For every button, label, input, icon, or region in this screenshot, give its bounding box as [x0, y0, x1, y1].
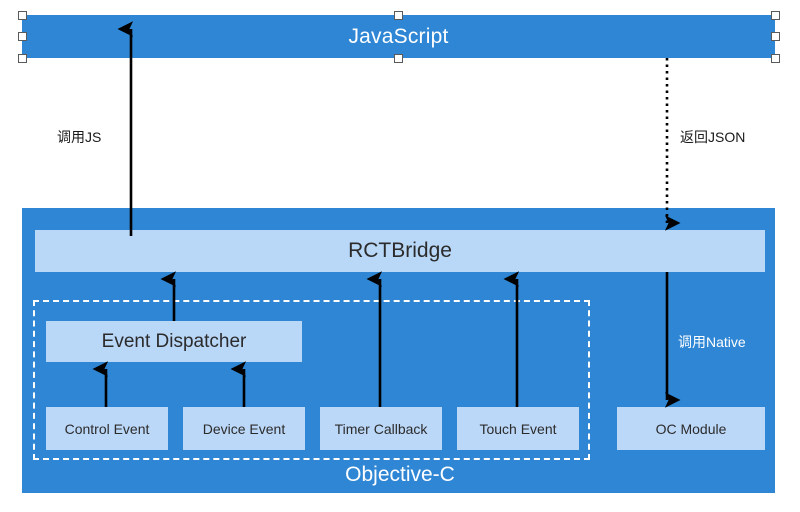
selection-handle-middle-left[interactable]: [17, 32, 27, 41]
edge-label-call-js: 调用JS: [57, 129, 102, 145]
selection-handle-top-center[interactable]: [394, 10, 403, 20]
event-subsystem-group: [33, 300, 590, 460]
rctbridge-block[interactable]: RCTBridge: [35, 230, 765, 272]
touch-event-block[interactable]: Touch Event: [457, 407, 579, 450]
selection-handle-bottom-right[interactable]: [770, 53, 780, 63]
timer-callback-label: Timer Callback: [334, 420, 428, 437]
rctbridge-block-label: RCTBridge: [348, 239, 452, 262]
device-event-label: Device Event: [202, 420, 286, 437]
javascript-block-label: JavaScript: [348, 24, 449, 48]
control-event-block[interactable]: Control Event: [46, 407, 168, 450]
edge-label-return-json: 返回JSON: [680, 129, 746, 145]
oc-module-label: OC Module: [655, 420, 727, 437]
selection-handle-top-right[interactable]: [770, 10, 780, 20]
control-event-label: Control Event: [64, 420, 150, 437]
selection-handle-middle-right[interactable]: [770, 32, 780, 41]
edge-label-call-native: 调用Native: [678, 334, 746, 350]
touch-event-label: Touch Event: [479, 420, 557, 437]
device-event-block[interactable]: Device Event: [183, 407, 305, 450]
selection-handle-bottom-left[interactable]: [17, 53, 27, 63]
objective-c-caption: Objective-C: [345, 463, 455, 486]
selection-handle-bottom-center[interactable]: [394, 53, 403, 63]
selection-handle-top-left[interactable]: [17, 10, 27, 20]
javascript-block[interactable]: JavaScript: [22, 15, 775, 58]
oc-module-block[interactable]: OC Module: [617, 407, 765, 450]
event-dispatcher-label: Event Dispatcher: [101, 330, 247, 352]
event-dispatcher-block[interactable]: Event Dispatcher: [46, 321, 302, 362]
timer-callback-block[interactable]: Timer Callback: [320, 407, 442, 450]
